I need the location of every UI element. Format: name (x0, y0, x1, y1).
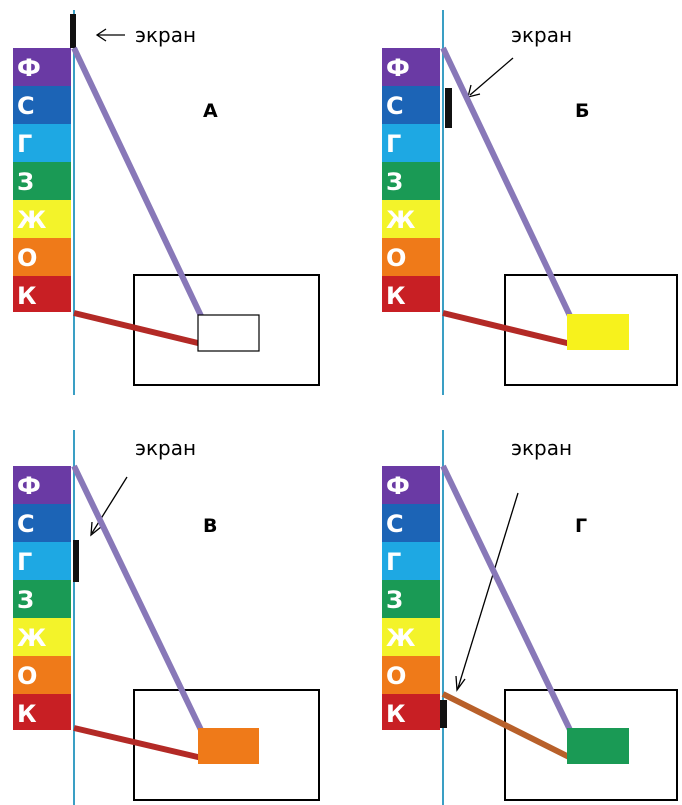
band-red (382, 276, 440, 312)
screen-label: экран (135, 436, 196, 460)
band-green (13, 580, 71, 618)
band-letter: Ф (17, 472, 41, 500)
band-blue (382, 504, 440, 542)
band-yellow (382, 200, 440, 238)
band-yellow (382, 618, 440, 656)
band-letter: Г (17, 130, 32, 158)
band-violet (382, 48, 440, 86)
red-ray (73, 725, 203, 761)
target-rect (198, 728, 259, 764)
band-letter: О (386, 662, 406, 690)
screen-slit (70, 14, 76, 48)
band-letter: К (17, 282, 37, 310)
red-ray (442, 310, 572, 347)
band-red (13, 694, 71, 730)
band-violet (13, 48, 71, 86)
band-cyan (13, 124, 71, 162)
band-green (382, 580, 440, 618)
band-orange (382, 656, 440, 694)
spectrum-column: Ф С Г З Ж О К (382, 466, 440, 730)
screen-slit (440, 700, 447, 728)
band-letter: З (17, 168, 34, 196)
screen-arrow (457, 492, 519, 689)
band-letter: О (17, 662, 37, 690)
screen-arrow (91, 476, 128, 534)
band-blue (13, 504, 71, 542)
spectrum-column: Ф С Г З Ж О К (13, 48, 71, 312)
band-green (382, 162, 440, 200)
band-red (13, 276, 71, 312)
violet-ray (440, 464, 574, 734)
violet-ray (440, 46, 574, 320)
band-cyan (382, 124, 440, 162)
band-letter: О (386, 244, 406, 272)
band-orange (13, 238, 71, 276)
band-cyan (13, 542, 71, 580)
red-ray (73, 310, 203, 347)
band-orange (382, 238, 440, 276)
band-letter: С (17, 92, 35, 120)
screen-arrow-head (90, 521, 102, 537)
band-yellow (13, 200, 71, 238)
detector-frame (504, 689, 678, 801)
panel-title: А (203, 100, 218, 122)
band-yellow (13, 618, 71, 656)
band-letter: Ж (17, 206, 47, 234)
violet-ray (71, 464, 205, 734)
screen-label: экран (511, 436, 572, 460)
target-rect (567, 728, 629, 764)
violet-ray (71, 46, 205, 320)
band-letter: Г (386, 548, 401, 576)
panel-title: Г (575, 515, 587, 537)
screen-slit (445, 88, 452, 128)
screen-label: экран (135, 23, 196, 47)
band-red (382, 694, 440, 730)
band-violet (382, 466, 440, 504)
target-rect (197, 314, 260, 352)
orange-ray (441, 691, 573, 761)
band-letter: З (386, 168, 403, 196)
band-letter: К (386, 282, 406, 310)
screen-arrow-head (455, 675, 466, 692)
band-letter: Ж (386, 206, 416, 234)
band-letter: Ф (17, 54, 41, 82)
target-rect (567, 314, 629, 350)
spectrum-column: Ф С Г З Ж О К (13, 466, 71, 730)
band-letter: С (386, 510, 404, 538)
band-letter: З (17, 586, 34, 614)
band-green (13, 162, 71, 200)
band-letter: Ж (386, 624, 416, 652)
band-letter: С (386, 92, 404, 120)
panel-title: Б (575, 100, 589, 122)
band-letter: Ф (386, 472, 410, 500)
screen-arrow-head (95, 28, 107, 42)
band-blue (13, 86, 71, 124)
band-letter: С (17, 510, 35, 538)
band-letter: К (17, 700, 37, 728)
panel-b: Ф С Г З Ж О К экран Б (382, 10, 678, 395)
band-letter: Ж (17, 624, 47, 652)
band-cyan (382, 542, 440, 580)
band-orange (13, 656, 71, 694)
band-letter: Ф (386, 54, 410, 82)
band-letter: Г (17, 548, 32, 576)
band-letter: Г (386, 130, 401, 158)
screen-arrow (469, 57, 514, 96)
panel-v: Ф С Г З Ж О К экран В (13, 430, 320, 805)
screen-label: экран (511, 23, 572, 47)
band-violet (13, 466, 71, 504)
panel-a: Ф С Г З Ж О К экран А (13, 10, 320, 395)
band-letter: К (386, 700, 406, 728)
screen-slit (73, 540, 79, 582)
band-letter: О (17, 244, 37, 272)
band-blue (382, 86, 440, 124)
panel-title: В (203, 515, 217, 537)
band-letter: З (386, 586, 403, 614)
panel-g: Ф С Г З Ж О К экран Г (382, 430, 678, 805)
spectrum-column: Ф С Г З Ж О К (382, 48, 440, 312)
